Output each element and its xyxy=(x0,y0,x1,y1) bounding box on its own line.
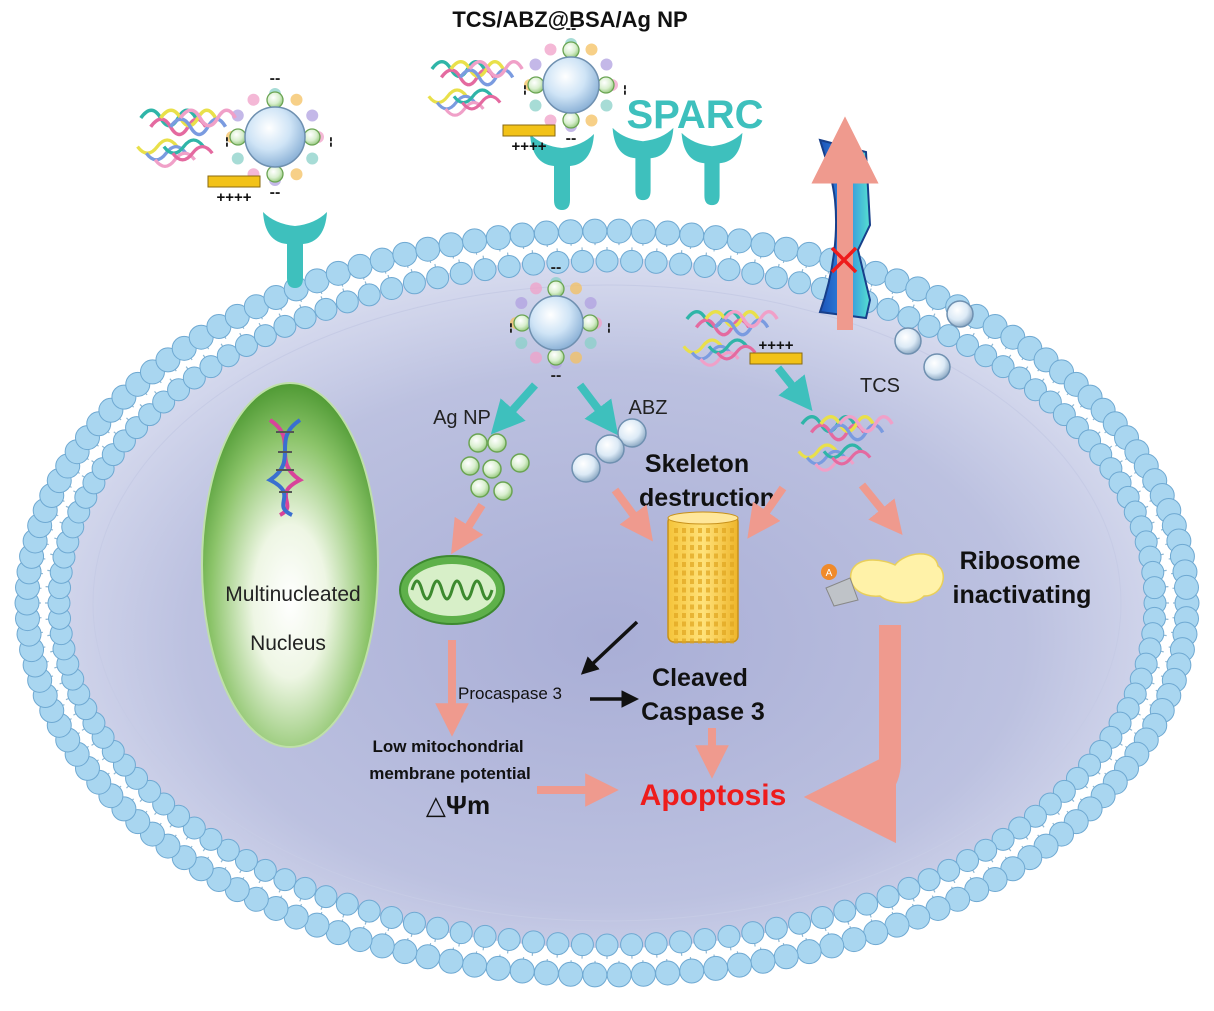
tcs-protein-icon xyxy=(797,415,894,472)
cleaved-label-line1: Cleaved xyxy=(652,664,748,692)
abz-particles xyxy=(571,418,647,483)
ag-np-label: Ag NP xyxy=(433,407,491,429)
blocked-x-icon xyxy=(830,246,858,274)
ribosome-badge-text: A xyxy=(826,568,833,579)
skeleton-label-line2: destruction xyxy=(639,484,775,512)
bsa-nanoparticle-icon: -- -- -- -- xyxy=(503,259,618,384)
delta-psi-label: △Ψm xyxy=(426,790,490,820)
abz-label: ABZ xyxy=(629,397,668,419)
tcs-particles: TCS xyxy=(860,300,974,397)
linker-bar xyxy=(749,352,803,365)
ribosome-icon: A xyxy=(821,553,944,607)
charge-plus-label: ++++ xyxy=(511,138,546,155)
sparc-receptor-icon xyxy=(263,212,327,288)
ribosome-label-line2: inactivating xyxy=(953,581,1092,609)
sparc-receptor-icon xyxy=(681,132,743,206)
membrane-channel xyxy=(811,116,879,330)
charge-minus-mark: -- xyxy=(617,85,634,96)
charge-plus-label: ++++ xyxy=(216,189,251,206)
black-arrows xyxy=(580,620,639,708)
mito-label-line1: Low mitochondrial xyxy=(372,737,523,756)
microtubule-icon xyxy=(667,511,739,644)
tcs-label: TCS xyxy=(860,375,900,397)
charge-minus-mark: -- xyxy=(219,137,236,148)
sparc-receptor-icon xyxy=(612,127,674,201)
ribosome-label-line1: Ribosome xyxy=(960,547,1081,575)
nucleus-label-line1: Multinucleated xyxy=(225,583,360,606)
apoptosis-label: Apoptosis xyxy=(640,779,787,812)
teal-arrows xyxy=(490,365,813,436)
linker-bar xyxy=(207,175,261,188)
mitochondrion-icon xyxy=(399,555,505,625)
tcs-protein-icon xyxy=(136,108,237,169)
salmon-arrows xyxy=(435,482,903,844)
tcs-protein-icon xyxy=(682,310,779,367)
charge-minus-mark: -- xyxy=(601,323,618,334)
charge-minus-mark: -- xyxy=(551,259,562,276)
tcs-protein-icon xyxy=(427,60,524,117)
bsa-nanoparticle-icon: -- -- -- -- xyxy=(517,20,634,147)
nanoparticle-title: TCS/ABZ@BSA/Ag NP xyxy=(452,7,687,32)
sparc-label: SPARC xyxy=(626,93,763,137)
dna-helix-icon xyxy=(266,418,304,517)
ribosome-badge xyxy=(821,564,837,580)
cleaved-label-line2: Caspase 3 xyxy=(641,698,765,726)
tcs-protein-clusters: ++++ ++++ ++++ xyxy=(136,60,894,472)
sparc-receptor-icon xyxy=(530,134,594,210)
nucleus: Multinucleated Nucleus xyxy=(201,382,379,748)
charge-minus-mark: -- xyxy=(503,323,520,334)
procaspase-label: Procaspase 3 xyxy=(458,684,562,703)
sparc-receptors: SPARC xyxy=(263,93,764,288)
charge-minus-mark: -- xyxy=(517,85,534,96)
charge-minus-mark: -- xyxy=(270,184,281,201)
charge-minus-mark: -- xyxy=(270,70,281,87)
linker-bar xyxy=(502,124,556,137)
charge-minus-mark: -- xyxy=(566,130,577,147)
charge-minus-mark: -- xyxy=(551,367,562,384)
charge-minus-mark: -- xyxy=(566,20,577,37)
mito-label-line2: membrane potential xyxy=(369,764,531,783)
charge-plus-label: ++++ xyxy=(758,337,793,354)
ag-np-cluster xyxy=(460,433,530,501)
skeleton-label-line1: Skeleton xyxy=(645,450,749,478)
nucleus-label-line2: Nucleus xyxy=(250,632,326,655)
charge-minus-mark: -- xyxy=(323,137,340,148)
